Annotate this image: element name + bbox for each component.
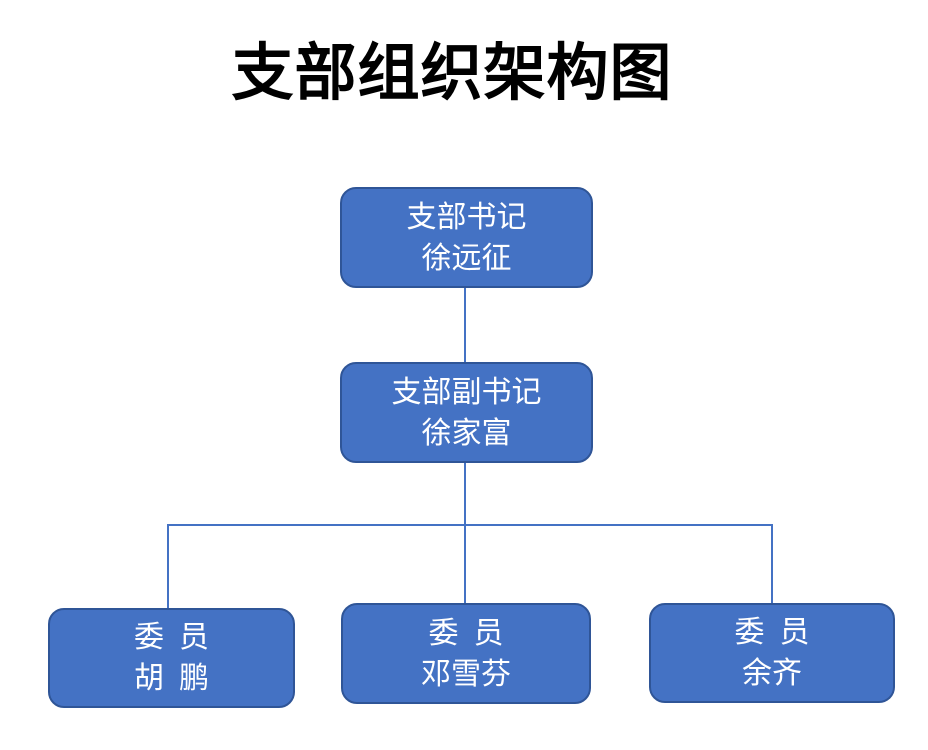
- node-name: 徐远征: [421, 241, 512, 275]
- node-name: 余齐: [742, 657, 802, 690]
- node-role: 支部书记: [406, 200, 527, 234]
- node-name: 徐家富: [421, 416, 512, 450]
- node-role: 委 员: [428, 616, 504, 650]
- node-name: 邓雪芬: [421, 657, 511, 691]
- node-role: 委 员: [734, 616, 810, 649]
- org-node-member-2: 委 员 邓雪芬: [341, 603, 591, 704]
- org-node-member-1: 委 员 胡 鹏: [48, 608, 295, 708]
- connector-drop-member-2: [464, 524, 466, 604]
- node-name: 胡 鹏: [134, 662, 209, 695]
- connector-branch-horizontal: [167, 524, 773, 526]
- connector-drop-member-1: [167, 524, 169, 609]
- connector-secretary-to-deputy: [464, 288, 466, 363]
- connector-deputy-to-branch: [464, 462, 466, 525]
- node-role: 支部副书记: [391, 375, 542, 409]
- chart-title: 支部组织架构图: [231, 40, 673, 108]
- connector-drop-member-3: [771, 524, 773, 604]
- node-role: 委 员: [134, 621, 209, 654]
- org-node-secretary: 支部书记 徐远征: [340, 187, 593, 288]
- org-node-member-3: 委 员 余齐: [649, 603, 895, 703]
- org-node-deputy-secretary: 支部副书记 徐家富: [340, 362, 593, 463]
